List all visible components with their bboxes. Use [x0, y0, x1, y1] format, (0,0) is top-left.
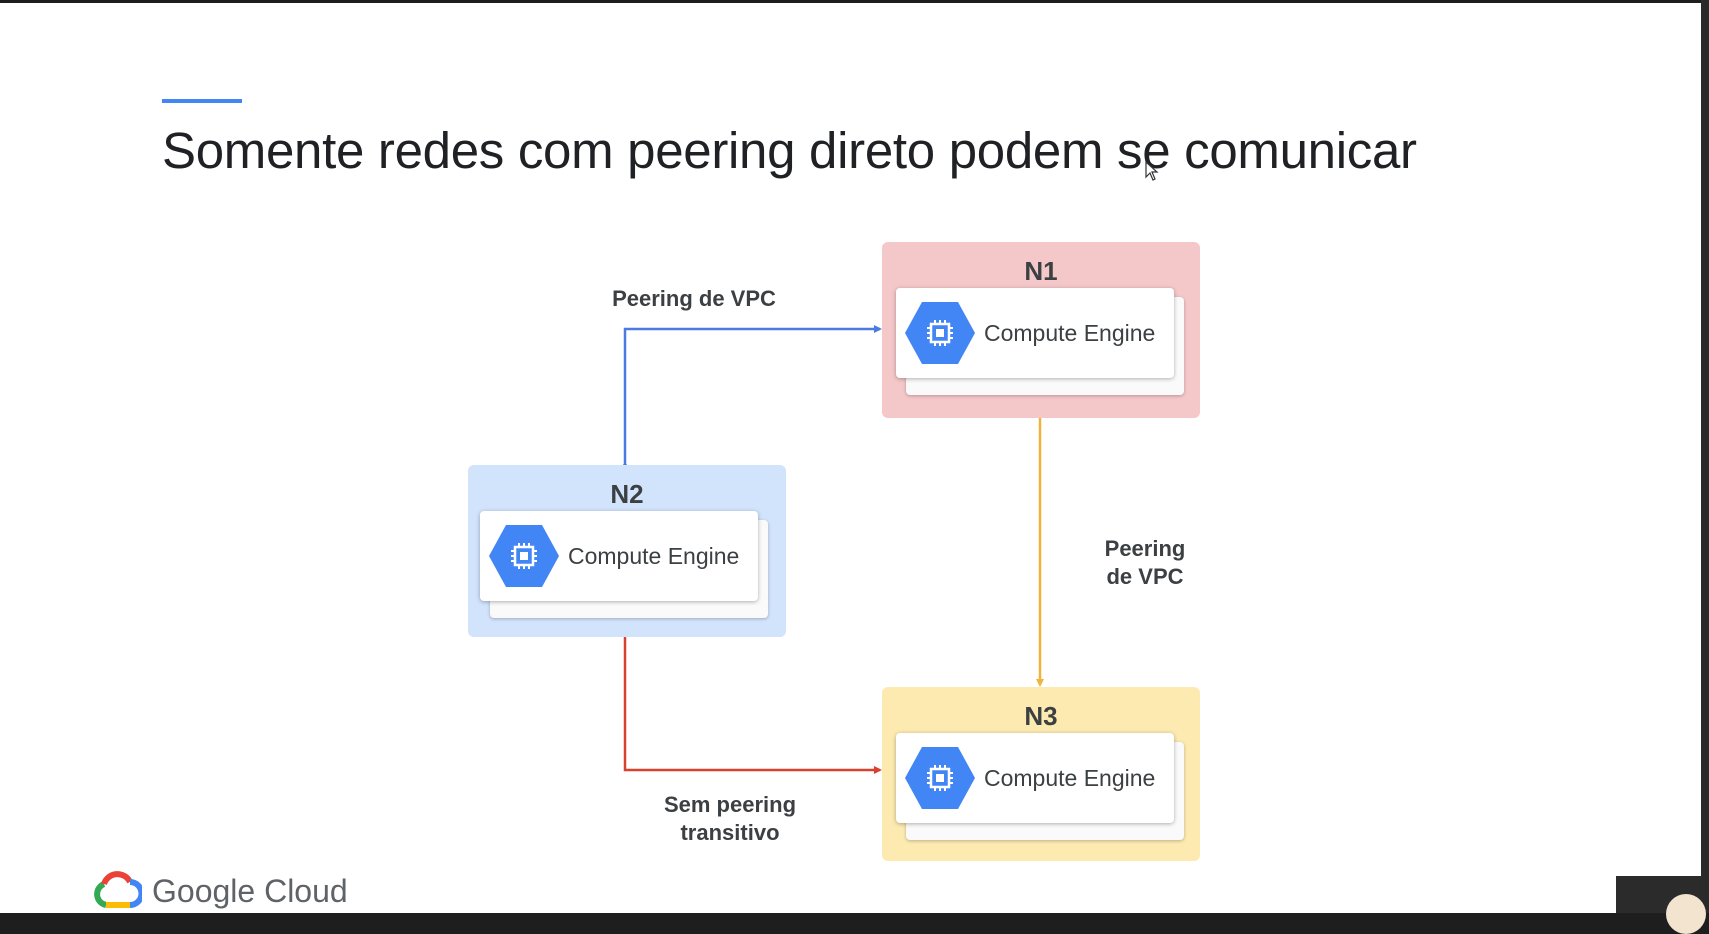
- network-n2: N2 Compute Engine: [468, 465, 786, 637]
- network-n3: N3 Compute Engine: [882, 687, 1200, 861]
- edge-label-no-transitive: Sem peering transitivo: [650, 791, 810, 847]
- edge-label-peering-n2-n1: Peering de VPC: [612, 286, 776, 311]
- avatar: [1666, 894, 1706, 934]
- edge-label-line: Peering: [1104, 536, 1186, 561]
- service-card: Compute Engine: [896, 288, 1174, 378]
- edge-n2-n1: [621, 325, 882, 469]
- service-card: Compute Engine: [896, 733, 1174, 823]
- edge-label-line: Sem peering: [663, 792, 797, 817]
- network-label: N2: [610, 479, 644, 509]
- service-name: Compute Engine: [568, 543, 740, 569]
- google-cloud-logo-text: Google Cloud: [152, 873, 348, 909]
- edge-n2-n3: [621, 632, 882, 774]
- mouse-cursor-icon: [1145, 161, 1159, 181]
- edge-label-line: transitivo: [680, 820, 780, 845]
- compute-engine-icon: [489, 525, 559, 587]
- slide: Somente redes com peering direto podem s…: [0, 3, 1709, 913]
- compute-engine-icon: [905, 302, 975, 364]
- title-accent-line: [162, 99, 242, 103]
- video-thumbnail[interactable]: [1616, 876, 1706, 934]
- network-label: N3: [1024, 701, 1058, 731]
- service-card: Compute Engine: [480, 511, 758, 601]
- google-cloud-logo-icon: [94, 871, 142, 908]
- window-edge: [1701, 0, 1709, 913]
- slide-title: Somente redes com peering direto podem s…: [162, 122, 1417, 179]
- compute-engine-icon: [905, 747, 975, 809]
- edge-label-peering-n1-n3: Peering de VPC: [1080, 535, 1210, 591]
- network-n1: N1 Compute Engine: [882, 242, 1200, 418]
- network-label: N1: [1024, 256, 1058, 286]
- service-name: Compute Engine: [984, 765, 1156, 791]
- service-name: Compute Engine: [984, 320, 1156, 346]
- diagram-edges: [621, 325, 1044, 774]
- edge-label-line: de VPC: [1106, 564, 1184, 589]
